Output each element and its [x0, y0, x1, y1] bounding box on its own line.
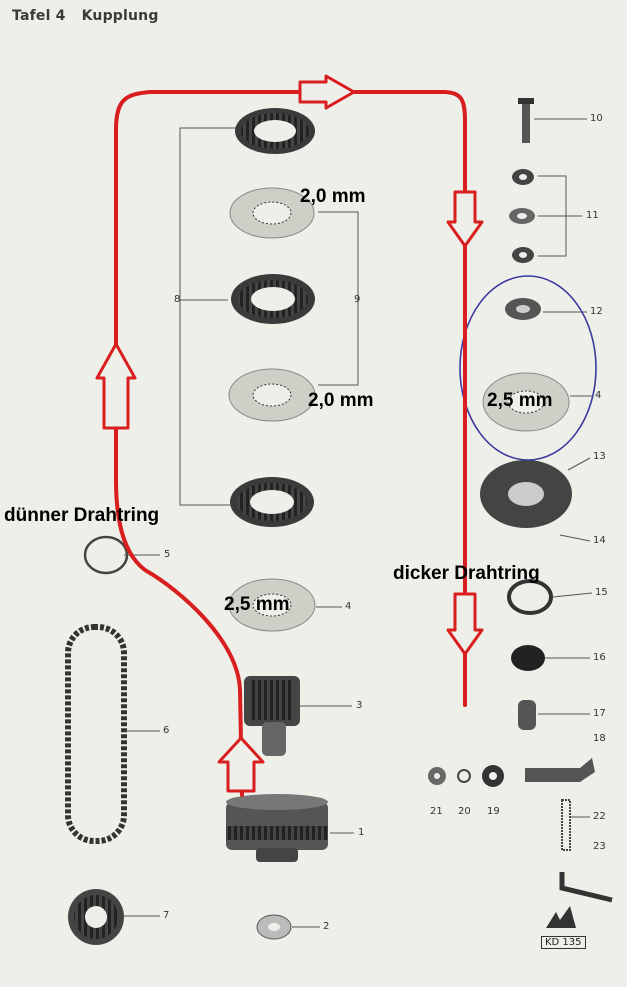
- part-number: 16: [593, 652, 606, 663]
- assembly-path-arrow: [114, 90, 467, 797]
- thrust-piece-12: [505, 298, 541, 320]
- friction-plate-top: [235, 108, 315, 154]
- page-title: Tafel 4 Kupplung: [12, 8, 175, 24]
- publisher-logo: [546, 906, 576, 928]
- leader-lines: [124, 118, 593, 928]
- lock-washer-20: [457, 769, 471, 783]
- part-number: 9: [354, 294, 361, 305]
- callout-thin-ring: dünner Drahtring: [4, 505, 160, 526]
- part-number: 20: [458, 806, 471, 817]
- lever-18: [525, 758, 595, 782]
- part-number: 2: [323, 921, 330, 932]
- callout-thickness-2: 2,0 mm: [308, 390, 374, 411]
- part-number: 23: [593, 841, 606, 852]
- steel-plate-3: [228, 578, 316, 632]
- part-number: 11: [586, 210, 599, 221]
- part-number: 21: [430, 806, 443, 817]
- thick-wire-ring-15: [507, 579, 553, 615]
- friction-plate-mid: [231, 274, 315, 324]
- part-number: 19: [487, 806, 500, 817]
- part-number: 22: [593, 811, 606, 822]
- clutch-hub-3: [244, 676, 300, 756]
- thin-wire-ring-5: [83, 535, 129, 575]
- clutch-basket-1: [226, 794, 328, 862]
- hollow-arrows: [95, 74, 484, 793]
- highlight-ellipse: [459, 275, 597, 461]
- callout-thickness-3: 2,5 mm: [487, 390, 553, 411]
- pressure-plate-4: [482, 372, 570, 432]
- chain-6: [65, 624, 127, 844]
- bracket-8: [179, 127, 236, 506]
- part-number: 6: [163, 725, 170, 736]
- cap-16: [511, 645, 545, 671]
- sprocket-7: [68, 889, 124, 945]
- part-number: 7: [163, 910, 170, 921]
- worm-17: [518, 700, 536, 730]
- bearing-parts-11: [509, 169, 535, 263]
- steel-plate-2: [228, 368, 316, 422]
- part-number: 5: [164, 549, 171, 560]
- washer-19: [482, 765, 504, 787]
- part-number: 4: [345, 601, 352, 612]
- washer-2: [256, 914, 292, 940]
- part-number: 10: [590, 113, 603, 124]
- spring-22: [561, 799, 571, 851]
- plate-label: Tafel 4: [12, 8, 66, 24]
- callout-thickness-4: 2,5 mm: [224, 594, 290, 615]
- part-number: 18: [593, 733, 606, 744]
- callout-thick-ring: dicker Drahtring: [393, 563, 540, 584]
- bracket-9: [318, 211, 359, 386]
- friction-plate-bottom: [230, 477, 314, 527]
- part-number: 17: [593, 708, 606, 719]
- bracket-11: [538, 175, 582, 257]
- plate-name: Kupplung: [81, 8, 159, 24]
- part-number: 14: [593, 535, 606, 546]
- steel-plate-1: [229, 187, 315, 239]
- spring-cover-13-14: [480, 460, 572, 528]
- part-number: 8: [174, 294, 181, 305]
- callout-thickness-1: 2,0 mm: [300, 186, 366, 207]
- wrench-23: [559, 872, 613, 903]
- part-number: 4: [595, 390, 602, 401]
- part-number: 3: [356, 700, 363, 711]
- drawing-code-stamp: KD 135: [541, 936, 586, 949]
- part-number: 13: [593, 451, 606, 462]
- part-number: 15: [595, 587, 608, 598]
- nut-21: [428, 767, 446, 785]
- part-number: 12: [590, 306, 603, 317]
- bolt-10: [518, 98, 534, 143]
- part-number: 1: [358, 827, 365, 838]
